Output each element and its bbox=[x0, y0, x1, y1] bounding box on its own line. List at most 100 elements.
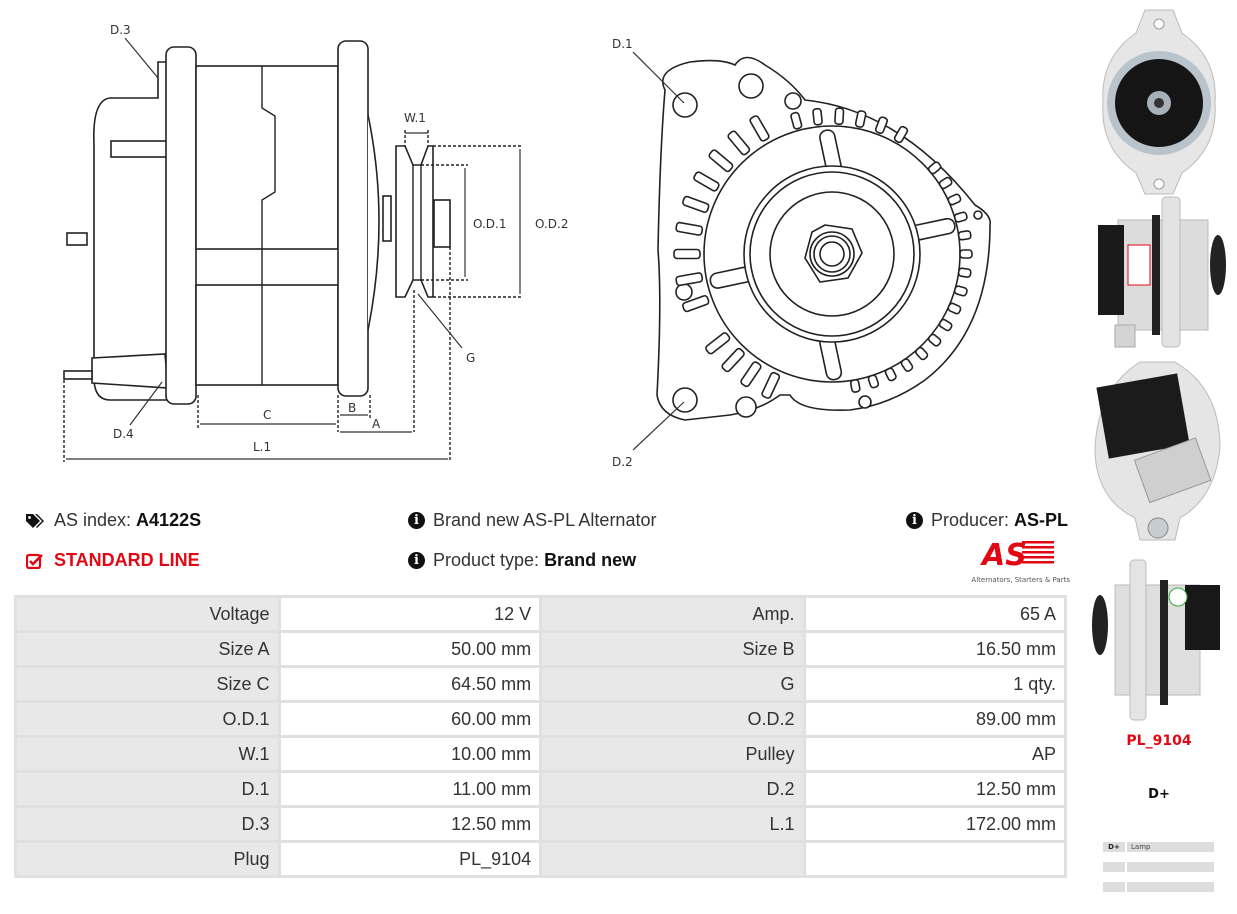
spec-value: 50.00 mm bbox=[280, 633, 540, 665]
front-view-drawing: D.1 D.2 bbox=[612, 37, 992, 469]
vent-slot bbox=[953, 211, 968, 223]
vent-slot bbox=[867, 374, 880, 389]
vent-slot bbox=[834, 107, 845, 126]
spec-value: AP bbox=[805, 738, 1064, 770]
as-logo: AS Alternators, Starters & Parts bbox=[962, 538, 1070, 584]
pin-function bbox=[1127, 862, 1214, 872]
fan-housing bbox=[367, 114, 380, 331]
spec-value: 10.00 mm bbox=[280, 738, 540, 770]
producer-value: AS-PL bbox=[1014, 510, 1069, 530]
label-a: A bbox=[372, 417, 381, 431]
vent-slot bbox=[938, 318, 953, 332]
info-icon: i bbox=[906, 512, 923, 529]
as-index-value: A4122S bbox=[136, 510, 202, 530]
label-b: B bbox=[348, 401, 356, 415]
vent-slot bbox=[947, 193, 962, 206]
spec-value: 11.00 mm bbox=[280, 773, 540, 805]
spec-label: Pulley bbox=[542, 738, 803, 770]
as-index-label: AS index: bbox=[54, 510, 132, 530]
spec-value: 60.00 mm bbox=[280, 703, 540, 735]
cover-slot bbox=[110, 140, 169, 158]
side-view-drawing: D.3 D.4 W.1 O.D.1 O.D.2 G C B A L.1 bbox=[63, 23, 568, 462]
vent-slot bbox=[721, 347, 745, 373]
spec-label: D.2 bbox=[542, 773, 803, 805]
d1-leader bbox=[632, 51, 685, 104]
spec-label: D.3 bbox=[17, 808, 278, 840]
mount-foot bbox=[91, 353, 169, 389]
logo-text: AS bbox=[980, 538, 1027, 570]
g-leader bbox=[417, 293, 463, 349]
pulley-nut bbox=[433, 199, 451, 248]
description-text: Brand new AS-PL Alternator bbox=[433, 510, 657, 530]
vent-slot bbox=[957, 230, 972, 241]
product-photo-side-left bbox=[1098, 196, 1226, 348]
info-icon: i bbox=[408, 512, 425, 529]
label-d2: D.2 bbox=[612, 455, 633, 469]
product-photo-rear bbox=[1094, 361, 1221, 541]
vent-slot bbox=[927, 333, 942, 347]
pin-id bbox=[1103, 882, 1125, 892]
label-g: G bbox=[466, 351, 475, 365]
pin-row: D+Lamp bbox=[1103, 842, 1214, 852]
pin-function bbox=[1127, 882, 1214, 892]
product-type-value: Brand new bbox=[544, 550, 637, 570]
pin-id: D+ bbox=[1103, 842, 1125, 852]
vent-slot bbox=[675, 221, 704, 236]
spec-value: PL_9104 bbox=[280, 843, 540, 875]
description: i Brand new AS-PL Alternator bbox=[408, 510, 656, 531]
vent-slot bbox=[947, 302, 962, 315]
label-od2: O.D.2 bbox=[535, 217, 568, 231]
check-square-icon bbox=[26, 553, 43, 569]
vent-slot bbox=[874, 116, 888, 134]
spec-label: Size A bbox=[17, 633, 278, 665]
producer-label: Producer: bbox=[931, 510, 1010, 530]
spec-label: Voltage bbox=[17, 598, 278, 630]
shaft-collar bbox=[382, 195, 392, 242]
spec-label: Plug bbox=[17, 843, 278, 875]
spec-value: 12.50 mm bbox=[805, 773, 1064, 805]
vent-slot bbox=[705, 332, 731, 355]
terminal-stud bbox=[66, 232, 88, 246]
vent-slot bbox=[708, 149, 734, 173]
vent-slots bbox=[673, 107, 973, 399]
vent-slot bbox=[854, 110, 867, 128]
plug-pin-table: D+Lamp bbox=[1103, 842, 1214, 902]
front-flange bbox=[337, 40, 369, 397]
vent-slot bbox=[900, 358, 914, 372]
vent-slot bbox=[884, 367, 897, 382]
spec-label: Size B bbox=[542, 633, 803, 665]
d4-leader bbox=[129, 381, 163, 426]
threaded-stud bbox=[63, 370, 93, 380]
stator-upper bbox=[195, 65, 339, 250]
vent-slot bbox=[957, 267, 972, 278]
vent-slot bbox=[893, 125, 909, 144]
spec-label: D.1 bbox=[17, 773, 278, 805]
label-d1: D.1 bbox=[612, 37, 633, 51]
mount-hole-d1 bbox=[672, 92, 698, 118]
spec-value: 172.00 mm bbox=[805, 808, 1064, 840]
line-label: STANDARD LINE bbox=[54, 550, 200, 570]
vent-slot bbox=[959, 249, 973, 259]
spec-value: 12.50 mm bbox=[280, 808, 540, 840]
as-logo-mark: AS bbox=[980, 538, 1054, 573]
stator-seam bbox=[261, 66, 276, 385]
vent-slot bbox=[812, 107, 823, 126]
rear-cover bbox=[93, 61, 169, 401]
vent-slot bbox=[675, 272, 704, 287]
producer: i Producer: AS-PL bbox=[906, 510, 1068, 531]
spec-label: O.D.2 bbox=[542, 703, 803, 735]
d2-leader bbox=[632, 401, 685, 451]
vent-slot bbox=[693, 171, 720, 192]
vent-slot bbox=[790, 111, 803, 130]
label-l1: L.1 bbox=[253, 440, 271, 454]
label-w1: W.1 bbox=[404, 111, 426, 125]
product-type-label: Product type: bbox=[433, 550, 540, 570]
vent-slot bbox=[727, 130, 751, 156]
vent-slot bbox=[682, 294, 710, 313]
